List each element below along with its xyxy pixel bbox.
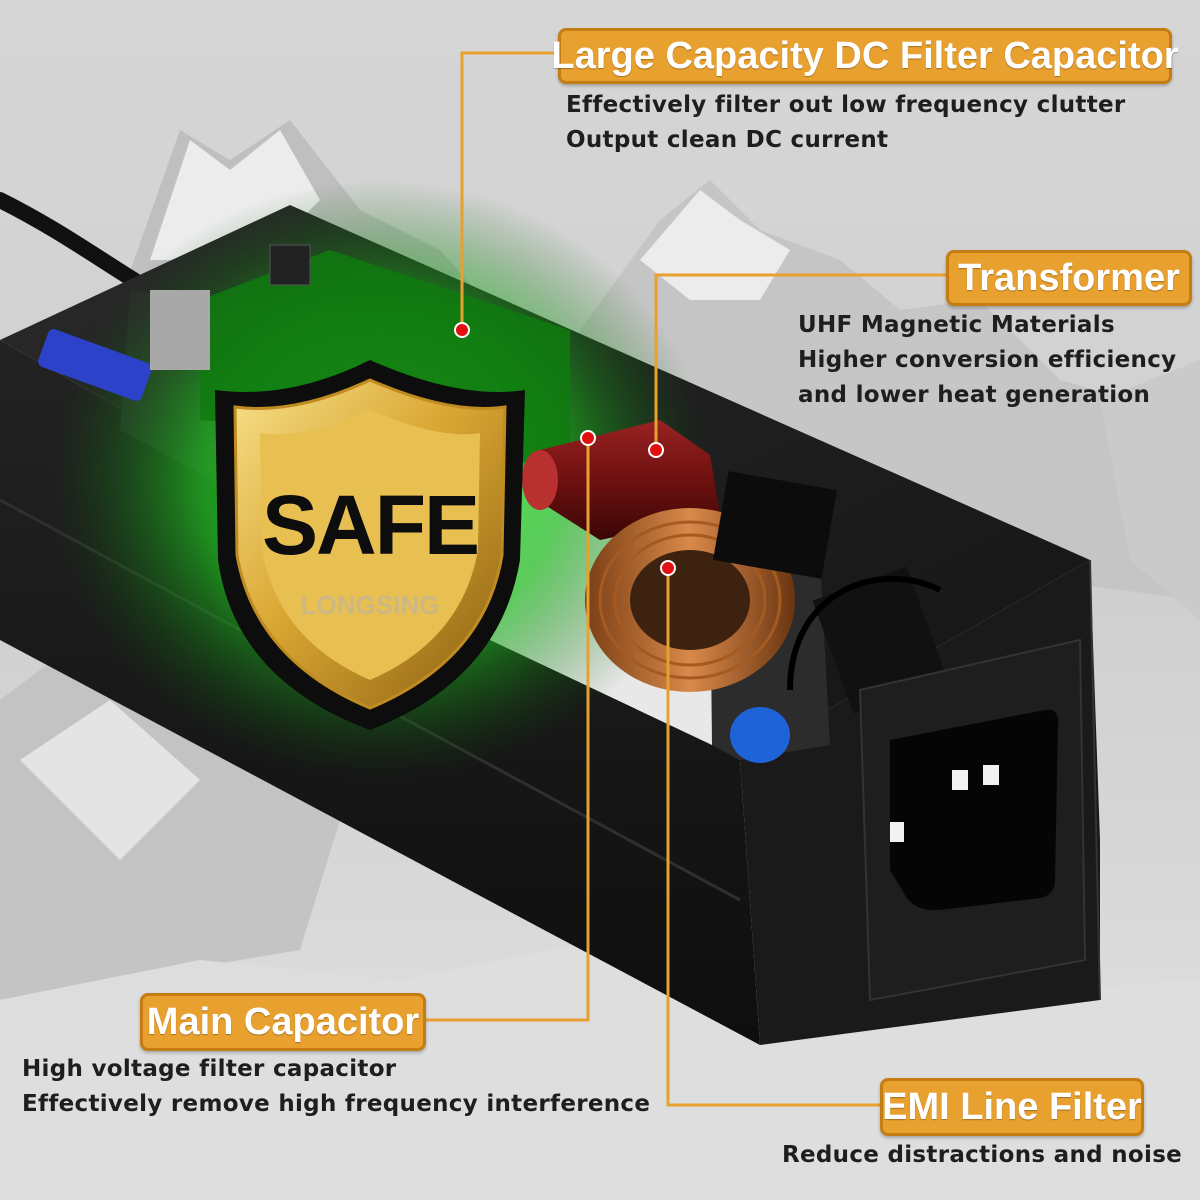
transformer-label: Transformer bbox=[946, 250, 1192, 306]
main-capacitor-label: Main Capacitor bbox=[140, 993, 426, 1051]
description-line: Higher conversion efficiency bbox=[798, 347, 1177, 373]
description-line: Output clean DC current bbox=[566, 127, 889, 153]
main-capacitor-marker bbox=[580, 430, 596, 446]
emi-filter-marker bbox=[660, 560, 676, 576]
component-markers bbox=[454, 322, 676, 576]
dc-filter-capacitor-description: Effectively filter out low frequency clu… bbox=[566, 88, 1126, 158]
transformer-marker bbox=[648, 442, 664, 458]
safe-shield-badge bbox=[215, 360, 525, 730]
description-line: High voltage filter capacitor bbox=[22, 1056, 397, 1082]
emi-line-filter-description: Reduce distractions and noise bbox=[782, 1138, 1182, 1173]
main-capacitor-description: High voltage filter capacitor Effectivel… bbox=[22, 1052, 650, 1122]
safe-badge-title: SAFE bbox=[262, 478, 480, 572]
emi-line-filter-label: EMI Line Filter bbox=[880, 1078, 1144, 1136]
callout-lines bbox=[420, 51, 948, 1107]
description-line: Effectively filter out low frequency clu… bbox=[566, 92, 1126, 118]
safe-badge-subtitle: LONGSING bbox=[300, 590, 440, 620]
description-line: Effectively remove high frequency interf… bbox=[22, 1091, 651, 1117]
description-line: UHF Magnetic Materials bbox=[798, 312, 1115, 338]
transformer-description: UHF Magnetic Materials Higher conversion… bbox=[798, 308, 1176, 413]
description-line: and lower heat generation bbox=[798, 382, 1151, 408]
dc-filter-marker bbox=[454, 322, 470, 338]
ac-power-inlet bbox=[858, 638, 1087, 1002]
dc-filter-capacitor-label: Large Capacity DC Filter Capacitor bbox=[551, 28, 1179, 84]
description-line: Reduce distractions and noise bbox=[782, 1142, 1183, 1168]
